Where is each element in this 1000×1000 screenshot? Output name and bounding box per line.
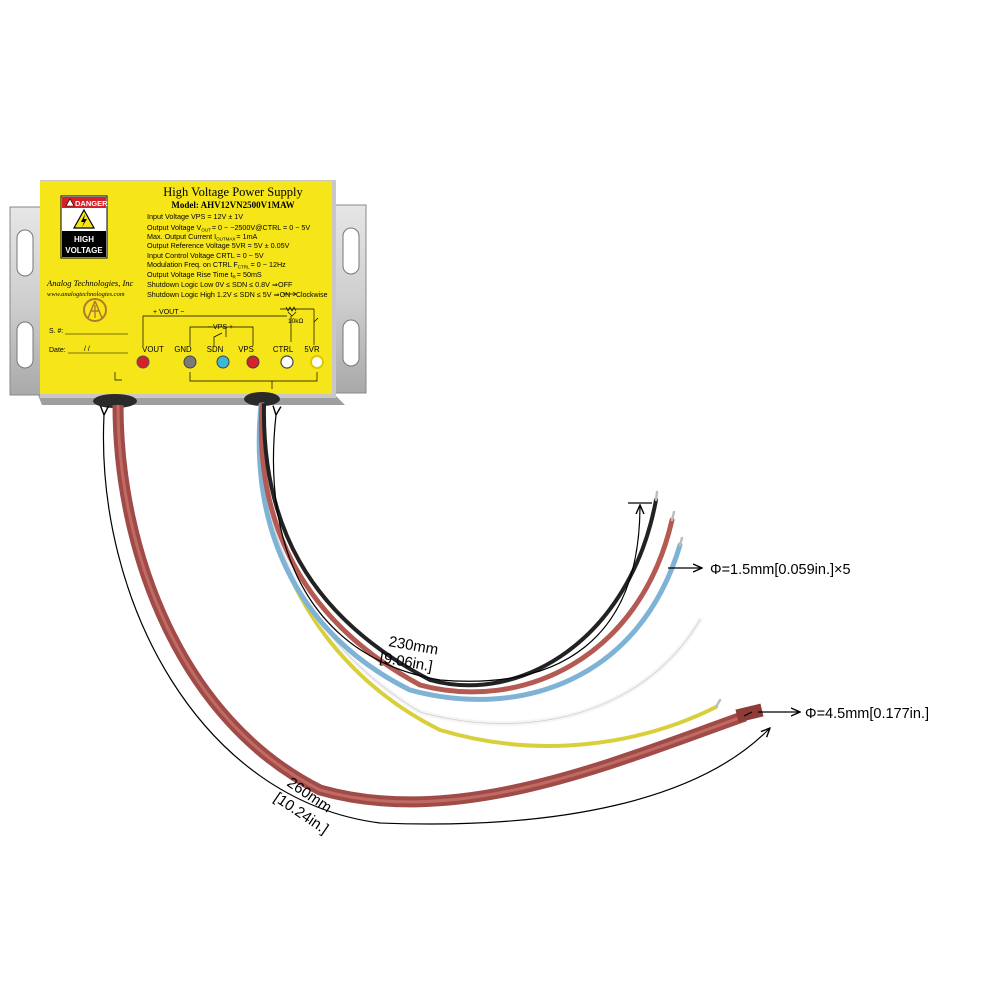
pin-terminal-gnd [183,355,197,369]
thin-wire-bundle [256,402,722,748]
thick-cable-body [112,404,747,808]
bare-wire-tips [654,490,722,709]
red-wire [258,402,675,695]
spec-line: Input Control Voltage CRTL = 0 ~ 5V [147,251,264,260]
spec-line: Input Voltage VPS = 12V ± 1V [147,212,243,221]
cable-gland-right [244,392,280,406]
black-wire [261,403,658,688]
pin-terminal-vout [136,355,150,369]
pin-label-gnd: GND [174,345,192,354]
spec-line: Output Voltage VOUT= 0 ~ −2500V@CTRL = 0… [147,223,310,233]
company-name: Analog Technologies, Inc [46,278,134,288]
thick-cable-highlight [116,404,746,804]
pot-label: 10kΩ [288,318,303,325]
dimension-annotations [103,415,800,825]
pin-terminal-5vr [310,355,324,369]
thick-cable-length-line [103,415,770,825]
date-label: Date: [49,347,66,354]
warning-triangle-icon [65,198,75,207]
cable-gland-left [93,394,137,408]
voltage-text: VOLTAGE [65,246,103,255]
label-title: High Voltage Power Supply [163,185,303,199]
vps-rail-label: − VPS + [207,324,233,331]
vout-rail-label: + VOUT − [153,309,184,316]
company-logo-icon [83,298,107,322]
pin-label-vps: VPS [238,345,254,354]
pin-label-vout: VOUT [142,345,164,354]
yellow-wire [259,403,718,748]
pin-terminal-vps [246,355,260,369]
thick-output-cable [112,404,764,808]
spec-line: Modulation Freq. on CTRL FCTRL= 0 ~ 12Hz [147,260,286,270]
serial-label: S. #: [49,328,63,335]
lightning-bolt-icon [81,214,87,227]
blue-wire [256,402,683,702]
clockwise-label: Clockwise [296,292,328,299]
spec-line: Output Voltage Rise Time tR= 50mS [147,270,262,280]
danger-text: DANGER [75,199,108,208]
pin-label-sdn: SDN [207,345,223,354]
thin-wire-diameter: Φ=1.5mm[0.059in.]×5 [710,562,851,578]
thick-dia-leader-left [743,711,753,717]
spec-line: Shutdown Logic Low 0V ≤ SDN ≤ 0.8V⇒OFF [147,280,293,289]
pin-label-ctrl: CTRL [273,345,294,354]
high-text: HIGH [74,235,94,244]
label-model: Model: AHV12VN2500V1MAW [171,200,294,210]
thick-cable-diameter: Φ=4.5mm[0.177in.] [805,706,929,722]
pin-terminal-sdn [216,355,230,369]
pin-label-5vr: 5VR [304,345,320,354]
spec-line: Output Reference Voltage 5VR = 5V ± 0.05… [147,241,290,250]
date-slashes: / / [84,346,90,353]
danger-warning-sign: DANGER HIGH VOLTAGE [60,195,108,259]
spec-line: Shutdown Logic High 1.2V ≤ SDN ≤ 5V⇒ON [147,290,290,299]
device-label: High Voltage Power Supply Model: AHV12VN… [40,181,332,394]
wiring-schematic [114,291,319,389]
spec-line: Max. Output Current IOUTMAX= 1mA [147,232,258,242]
company-website: www.analogtechnologies.com [47,291,125,298]
pin-terminal-ctrl [280,355,294,369]
